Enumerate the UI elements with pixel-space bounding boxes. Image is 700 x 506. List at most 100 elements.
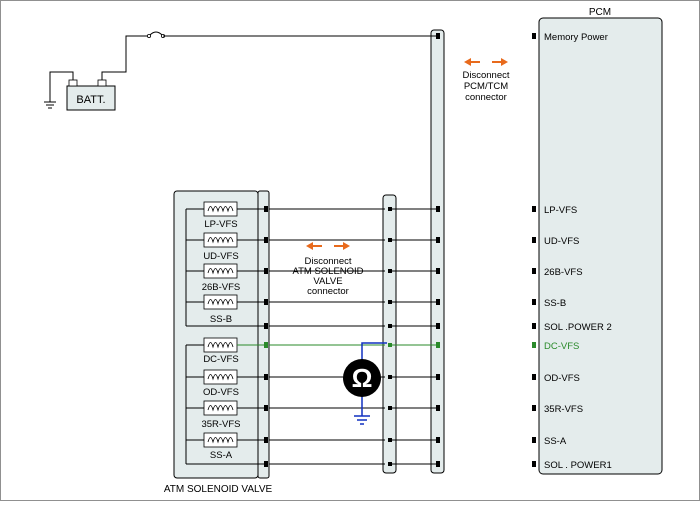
pcm-connector-pin bbox=[436, 374, 440, 380]
ohmmeter: Ω bbox=[343, 342, 387, 425]
pcm-pin-label: OD-VFS bbox=[544, 373, 580, 384]
battery-positive-wire bbox=[101, 35, 149, 80]
solenoid-note-line-3: VALVE bbox=[313, 276, 342, 287]
battery-box bbox=[66, 85, 116, 111]
ohmmeter-body bbox=[343, 359, 381, 397]
pcm-pin bbox=[532, 461, 536, 467]
solenoid-label: LP-VFS bbox=[204, 219, 237, 230]
solenoid-label: 26B-VFS bbox=[202, 282, 241, 293]
pcm-pin bbox=[532, 206, 536, 212]
valve-connector-pin bbox=[388, 238, 392, 242]
pcm-pin bbox=[532, 299, 536, 305]
pcm-pin-label: 26B-VFS bbox=[544, 267, 583, 278]
valve-body-pin bbox=[264, 437, 268, 443]
valve-body-pin bbox=[264, 405, 268, 411]
valve-connector-pin bbox=[388, 207, 392, 211]
solenoid-connector-note: Disconnect ATM SOLENOID VALVE connector bbox=[292, 256, 363, 297]
battery-terminal-negative bbox=[68, 79, 78, 87]
pcm-connector-pin bbox=[436, 405, 440, 411]
pcm-connector-note: Disconnect PCM/TCM connector bbox=[463, 70, 510, 103]
battery-negative-wire bbox=[49, 71, 74, 102]
coil-winding bbox=[207, 299, 234, 306]
battery-terminal-positive bbox=[97, 79, 107, 87]
pcm-connector-pin bbox=[436, 323, 440, 329]
pcm-connector-pin bbox=[436, 268, 440, 274]
pcm-pin bbox=[532, 33, 536, 39]
valve-body-pin bbox=[264, 268, 268, 274]
pcm-pin bbox=[532, 268, 536, 274]
fuse-symbol bbox=[148, 31, 164, 37]
pcm-pin bbox=[532, 405, 536, 411]
pcm-pin-label: DC-VFS bbox=[544, 341, 579, 352]
coil-winding bbox=[207, 437, 234, 444]
solenoid-labels: LP-VFS UD-VFS 26B-VFS SS-B DC-VFS OD-VFS 35R-V… bbox=[201, 219, 240, 461]
pcm-box bbox=[538, 17, 663, 475]
arrow-left-head bbox=[306, 242, 313, 250]
pcm-title: PCM bbox=[589, 7, 611, 18]
pcm-pin bbox=[532, 342, 536, 348]
pcm-pin-label: SS-A bbox=[544, 436, 567, 447]
coil-winding bbox=[207, 237, 234, 244]
solenoid-label: SS-A bbox=[210, 450, 233, 461]
battery-label: BATT. bbox=[76, 94, 105, 106]
valve-connector-pin bbox=[388, 375, 392, 379]
coil-winding bbox=[207, 405, 234, 412]
valve-body-pin bbox=[264, 461, 268, 467]
solenoid-label: OD-VFS bbox=[203, 387, 239, 398]
solenoid-label: UD-VFS bbox=[203, 251, 238, 262]
pcm-connector-pin bbox=[436, 206, 440, 212]
pcm-note-line-1: Disconnect bbox=[463, 70, 510, 81]
valve-connector-strip bbox=[382, 194, 397, 474]
valve-body-pin bbox=[264, 299, 268, 305]
coil-winding bbox=[207, 268, 234, 275]
solenoid-coils bbox=[185, 201, 264, 465]
valve-body-pin bbox=[264, 374, 268, 380]
pcm-connector-pin bbox=[436, 33, 440, 39]
ohm-symbol: Ω bbox=[352, 363, 373, 393]
valve-body-pin bbox=[264, 237, 268, 243]
valve-connector-pin bbox=[388, 324, 392, 328]
pcm-pin bbox=[532, 237, 536, 243]
valve-body-pin bbox=[264, 206, 268, 212]
connector-pins bbox=[264, 33, 536, 467]
valve-connector-pin bbox=[388, 343, 392, 347]
pcm-pin bbox=[532, 374, 536, 380]
valve-connector-pin bbox=[388, 438, 392, 442]
solenoid-label: SS-B bbox=[210, 314, 232, 325]
arrow-left-head bbox=[464, 58, 471, 66]
valve-body-connector bbox=[257, 190, 270, 479]
fuse-terminal-left bbox=[146, 34, 151, 39]
valve-connector-pin bbox=[388, 406, 392, 410]
pcm-pin bbox=[532, 323, 536, 329]
coil-winding bbox=[207, 342, 234, 349]
coil-winding bbox=[207, 206, 234, 213]
pcm-connector-pin bbox=[436, 299, 440, 305]
pcm-pin-label: LP-VFS bbox=[544, 205, 577, 216]
pcm-connector-pin bbox=[436, 237, 440, 243]
pcm-pin-label: 35R-VFS bbox=[544, 404, 583, 415]
valve-body-pin bbox=[264, 342, 268, 348]
pcm-pin-label: UD-VFS bbox=[544, 236, 579, 247]
pcm-note-line-2: PCM/TCM bbox=[464, 81, 508, 92]
pcm-connector-pin bbox=[436, 342, 440, 348]
pcm-connector-pin bbox=[436, 461, 440, 467]
valve-body-pin bbox=[264, 323, 268, 329]
disconnect-arrows bbox=[306, 58, 508, 250]
solenoid-label: DC-VFS bbox=[203, 354, 238, 365]
solenoid-note-line-2: ATM SOLENOID bbox=[292, 266, 363, 277]
pcm-pin bbox=[532, 437, 536, 443]
pcm-pin-label: Memory Power bbox=[544, 32, 608, 43]
coil-winding bbox=[207, 374, 234, 381]
pcm-connector-pin bbox=[436, 437, 440, 443]
valve-connector-pin bbox=[388, 462, 392, 466]
valve-connector-pin bbox=[388, 300, 392, 304]
solenoid-label: 35R-VFS bbox=[201, 419, 240, 430]
arrow-right-head bbox=[501, 58, 508, 66]
solenoid-note-line-4: connector bbox=[307, 286, 349, 297]
wires bbox=[269, 208, 437, 465]
pcm-note-line-3: connector bbox=[465, 92, 507, 103]
valve-body-title: ATM SOLENOID VALVE bbox=[164, 484, 273, 495]
